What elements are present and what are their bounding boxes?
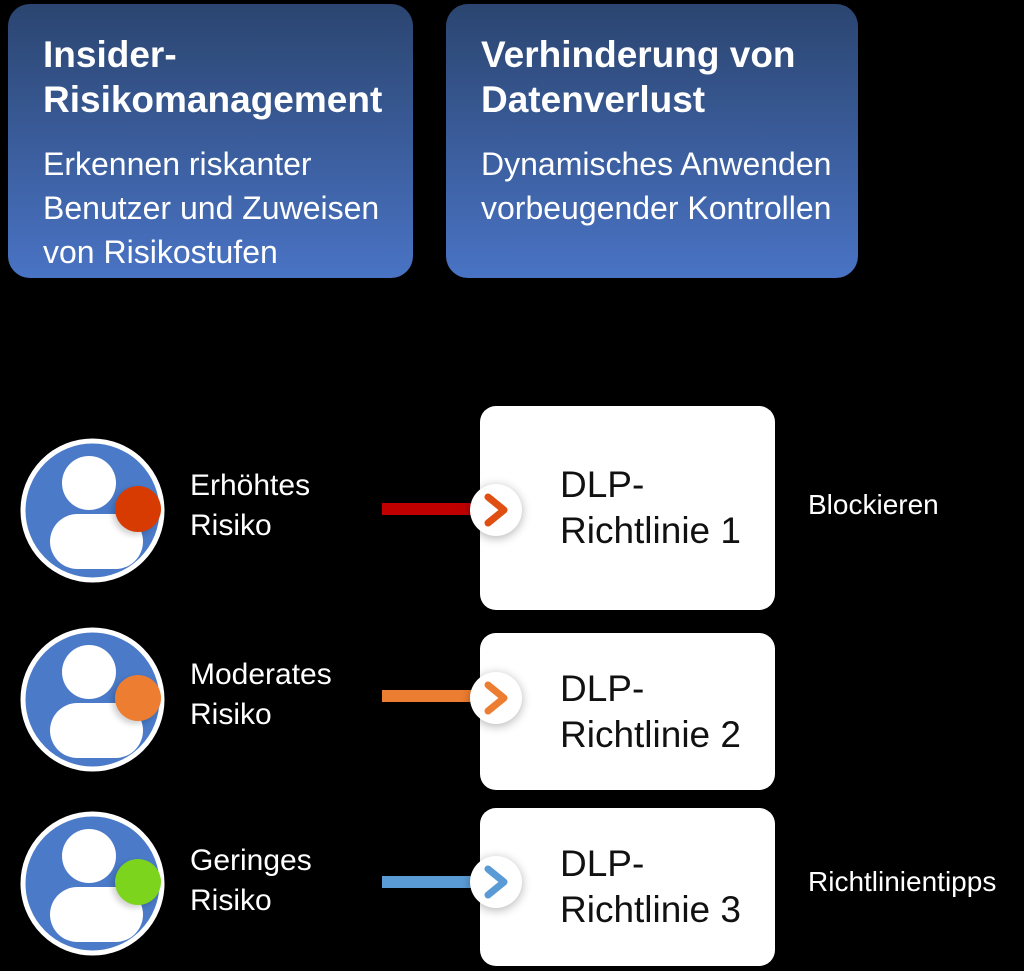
- dlp-policy-box: DLP-Richtlinie 1: [480, 406, 775, 610]
- card-title: Verhinderung von Datenverlust: [481, 34, 796, 120]
- card-data-loss-prevention: Verhinderung von Datenverlust Dynamische…: [446, 4, 858, 278]
- risk-level-label: Erhöhtes Risiko: [190, 469, 311, 542]
- outcome-label: Blockieren: [808, 489, 939, 520]
- risk-level-label: Moderates Risiko: [190, 658, 332, 731]
- chevron-right-icon: [484, 681, 508, 715]
- chevron-right-icon: [484, 493, 508, 527]
- person-icon: [20, 438, 165, 583]
- risk-level-dot: [115, 675, 161, 721]
- card-title: Insider-Risikomanagement: [43, 34, 383, 120]
- outcome-label: Richtlinientipps: [808, 866, 997, 897]
- connector-line: [382, 876, 482, 888]
- user-avatar-icon: [20, 438, 165, 583]
- dlp-policy-label: DLP-Richtlinie 1: [560, 464, 741, 551]
- user-avatar-icon: [20, 627, 165, 772]
- dlp-policy-label: DLP-Richtlinie 3: [560, 843, 741, 930]
- card-subtitle: Dynamisches Anwenden vorbeugender Kontro…: [481, 146, 832, 226]
- chevron-right-icon: [484, 865, 508, 899]
- card-insider-risk-management: Insider-Risikomanagement Erkennen riskan…: [8, 4, 413, 278]
- card-subtitle: Erkennen riskanter Benutzer und Zuweisen…: [43, 146, 380, 270]
- dlp-policy-box: DLP-Richtlinie 3: [480, 808, 775, 966]
- person-icon: [20, 627, 165, 772]
- chevron-badge: [470, 672, 522, 724]
- user-avatar-icon: [20, 811, 165, 956]
- risk-level-label: Geringes Risiko: [190, 844, 312, 917]
- chevron-badge: [470, 856, 522, 908]
- risk-level-dot: [115, 859, 161, 905]
- connector-line: [382, 690, 482, 702]
- connector-line: [382, 503, 482, 515]
- dlp-policy-label: DLP-Richtlinie 2: [560, 667, 741, 755]
- chevron-badge: [470, 484, 522, 536]
- person-icon: [20, 811, 165, 956]
- dlp-policy-box: DLP-Richtlinie 2: [480, 633, 775, 790]
- risk-level-dot: [115, 486, 161, 532]
